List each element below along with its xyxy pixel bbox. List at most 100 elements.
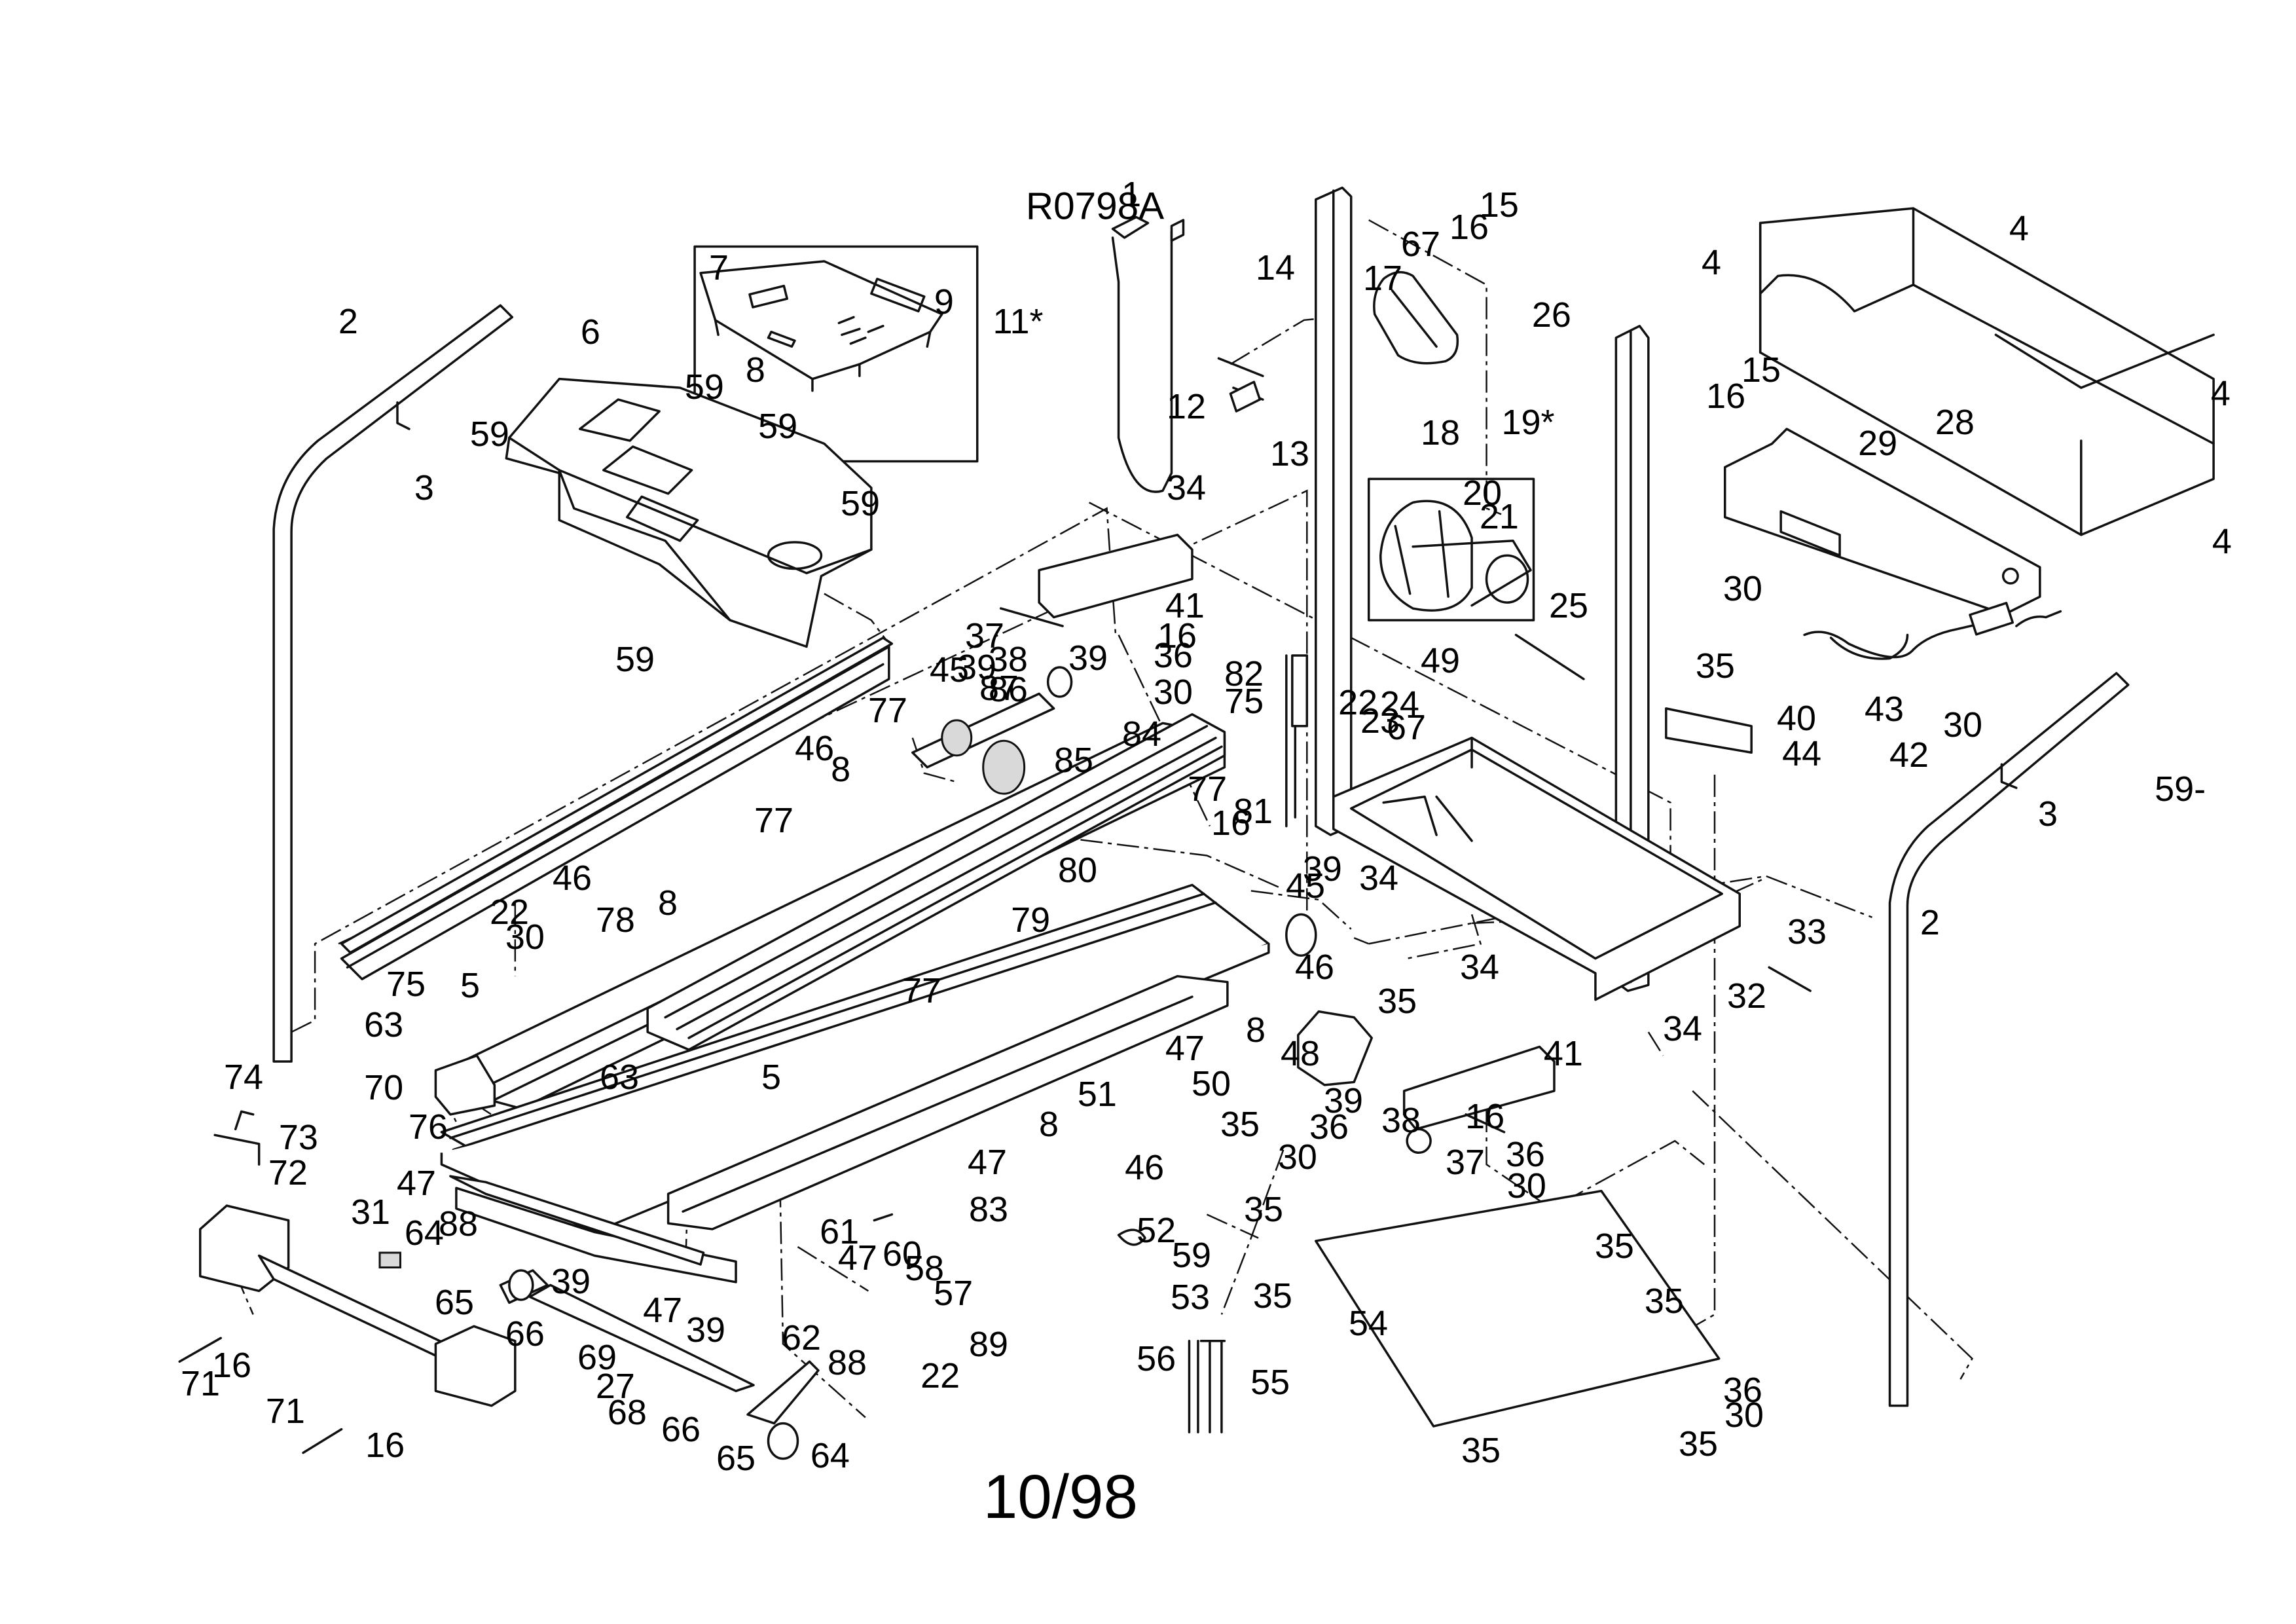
part-callout: 65	[435, 1283, 474, 1322]
part-callout: 59	[685, 367, 724, 407]
part-callout: 46	[1295, 948, 1334, 987]
part-callout: 63	[600, 1058, 639, 1097]
part-callout: 41	[1165, 586, 1205, 625]
part-callout: 7	[709, 248, 729, 287]
part-callout: 39	[1068, 638, 1108, 678]
rear-frame	[435, 1056, 818, 1459]
part-callout: 39	[551, 1262, 591, 1301]
part-callout: 55	[1250, 1363, 1290, 1402]
part-callout: 15	[1741, 350, 1781, 390]
part-callout: 83	[969, 1190, 1008, 1229]
part-callout: 40	[1777, 699, 1816, 738]
part-callout: 16	[1211, 803, 1250, 843]
part-callout: 64	[405, 1213, 444, 1253]
part-callout: 21	[1480, 497, 1519, 536]
part-callout: 12	[1167, 387, 1206, 426]
incline-motor	[1039, 535, 1554, 1130]
part-callout: 9	[934, 282, 954, 322]
part-callout: 38	[989, 640, 1028, 679]
part-callout: 88	[828, 1343, 867, 1382]
part-callout: 8	[658, 883, 678, 923]
part-callout: 35	[1377, 982, 1417, 1021]
part-callout: 5	[460, 966, 480, 1005]
upright-frame	[1316, 188, 1740, 1000]
part-callout: 29	[1858, 424, 1897, 463]
part-callout: 3	[2038, 794, 2058, 834]
part-callout: 82	[1224, 654, 1264, 693]
part-callout: 22	[920, 1356, 960, 1395]
part-callout: 36	[1154, 636, 1193, 675]
part-callout: 4	[2211, 374, 2231, 413]
part-callout: 4	[2212, 522, 2232, 561]
part-callout: 41	[1544, 1034, 1583, 1073]
part-callout: 60	[883, 1234, 922, 1274]
part-callout: 68	[608, 1393, 647, 1432]
part-callout: 47	[643, 1291, 682, 1330]
date-label: 10/98	[983, 1463, 1138, 1532]
part-callout: 30	[1278, 1137, 1317, 1177]
part-callout: 16	[365, 1426, 405, 1465]
part-callout: 34	[1359, 858, 1398, 898]
part-callout: 16	[1465, 1097, 1504, 1136]
part-callout: 38	[1381, 1101, 1421, 1140]
part-callout: 11*	[993, 302, 1043, 341]
part-callout: 67	[1387, 708, 1426, 747]
part-callout: 71	[181, 1364, 220, 1403]
part-callout: 76	[409, 1107, 448, 1147]
part-callout: 73	[279, 1118, 318, 1157]
motor-shield	[1725, 429, 2040, 614]
part-callout: 46	[1125, 1148, 1164, 1187]
part-callout: 35	[1253, 1276, 1292, 1316]
part-callout: 49	[1421, 641, 1460, 680]
part-callout: 2	[338, 302, 358, 341]
part-callout: 77	[754, 801, 793, 840]
part-callout: 16	[1449, 208, 1489, 247]
part-callout: 30	[1154, 673, 1193, 712]
part-callout: 75	[1224, 682, 1264, 721]
part-callout: 61	[820, 1212, 859, 1251]
part-callout: 71	[266, 1392, 305, 1431]
belt-and-cover	[1113, 217, 1719, 1427]
part-callout: 67	[1401, 225, 1440, 264]
part-callout: 8	[831, 750, 850, 789]
part-callout: 69	[577, 1338, 617, 1377]
part-callout: 77	[902, 971, 941, 1010]
part-callout: 14	[1256, 248, 1295, 287]
part-callout: 8	[746, 350, 765, 390]
part-callout: 32	[1727, 976, 1766, 1016]
part-callout: 26	[1532, 295, 1571, 335]
part-callout: 39	[1303, 849, 1342, 889]
front-rollers	[913, 667, 1430, 1153]
motor-hood	[1760, 208, 2214, 535]
part-callout: 27	[596, 1367, 635, 1406]
part-callout: 42	[1889, 735, 1929, 775]
part-callout: 59	[470, 415, 509, 454]
motor-assembly	[1369, 479, 1534, 620]
part-callout: 59	[1172, 1236, 1211, 1275]
part-callout: 34	[1167, 468, 1206, 507]
part-callout: 35	[1645, 1282, 1684, 1321]
part-callout: 84	[1122, 714, 1161, 754]
part-callout: 34	[1460, 948, 1499, 987]
part-callout: 3	[414, 468, 434, 507]
part-callout: 50	[1192, 1064, 1231, 1103]
part-callout: 35	[1679, 1424, 1718, 1464]
part-callout: 36	[1723, 1371, 1762, 1410]
part-callout: 25	[1549, 586, 1588, 625]
part-callout: 4	[1702, 243, 1721, 282]
part-callout: 8	[1039, 1105, 1059, 1144]
part-callout: 17	[1363, 259, 1402, 298]
part-callout: 30	[1507, 1166, 1546, 1206]
part-callout: 1	[1121, 175, 1141, 214]
part-callout: 57	[934, 1274, 973, 1313]
part-callout: 22	[1338, 683, 1377, 722]
part-callout: 8	[1246, 1010, 1266, 1050]
part-callout: 65	[716, 1439, 756, 1478]
part-callout: 59	[615, 640, 655, 679]
side-rail-right	[647, 714, 1224, 1050]
part-callout: 46	[553, 858, 592, 898]
part-callout: 87	[979, 669, 1019, 708]
part-callout: 36	[1506, 1135, 1545, 1174]
part-callout: 52	[1137, 1211, 1176, 1250]
